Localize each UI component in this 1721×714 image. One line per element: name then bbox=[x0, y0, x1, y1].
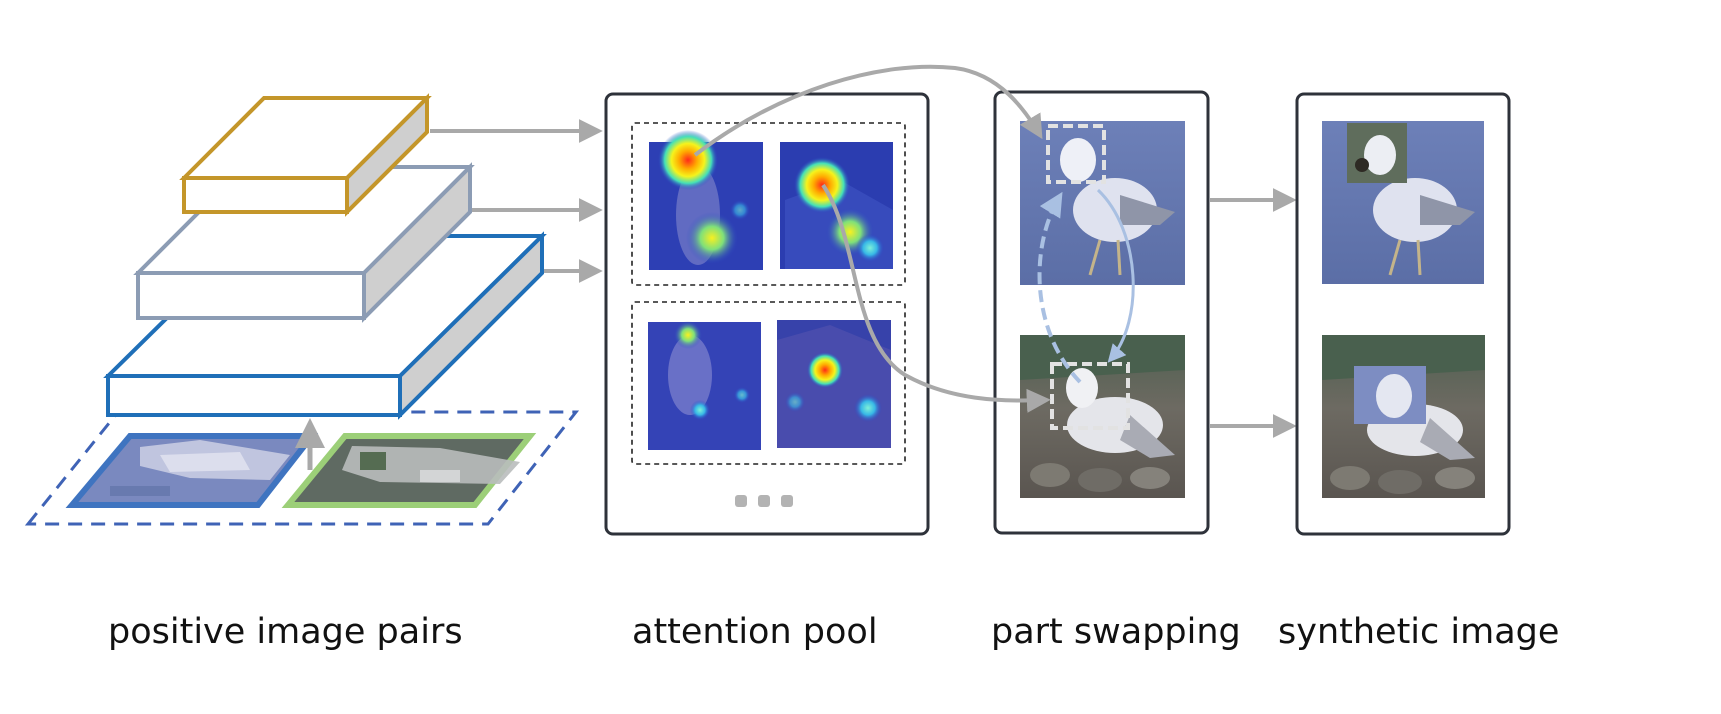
feature-pyramid bbox=[24, 93, 603, 526]
pair-image-right bbox=[281, 433, 537, 508]
caption-part-swapping: part swapping bbox=[991, 612, 1241, 652]
attention-map-3 bbox=[648, 321, 761, 450]
caption-positive-image-pairs: positive image pairs bbox=[108, 612, 463, 652]
part-swapping-panel bbox=[993, 90, 1210, 535]
swap-image-bottom bbox=[1020, 335, 1185, 498]
feature-layer-top bbox=[179, 93, 432, 217]
caption-synthetic-image: synthetic image bbox=[1278, 612, 1560, 652]
attention-pool-panel bbox=[604, 92, 930, 536]
swap-arrow-down bbox=[1096, 188, 1135, 363]
caption-attention-pool: attention pool bbox=[632, 612, 878, 652]
swap-region-top bbox=[1046, 124, 1106, 184]
image-pair-plane bbox=[24, 410, 580, 526]
swap-arrow-up bbox=[1037, 191, 1082, 384]
swap-region-bottom bbox=[1050, 362, 1130, 430]
three-dots-icon bbox=[735, 495, 793, 507]
synthetic-image-panel bbox=[1295, 92, 1511, 536]
synthetic-image-bottom bbox=[1322, 335, 1485, 498]
select-region-arrow-bottom bbox=[821, 183, 1051, 413]
attention-map-4 bbox=[777, 320, 891, 448]
pair-image-left bbox=[65, 433, 319, 508]
select-region-arrow-top bbox=[693, 64, 1043, 157]
attention-map-1 bbox=[649, 130, 763, 270]
attention-map-2 bbox=[780, 142, 893, 269]
synthetic-image-top bbox=[1322, 121, 1484, 284]
